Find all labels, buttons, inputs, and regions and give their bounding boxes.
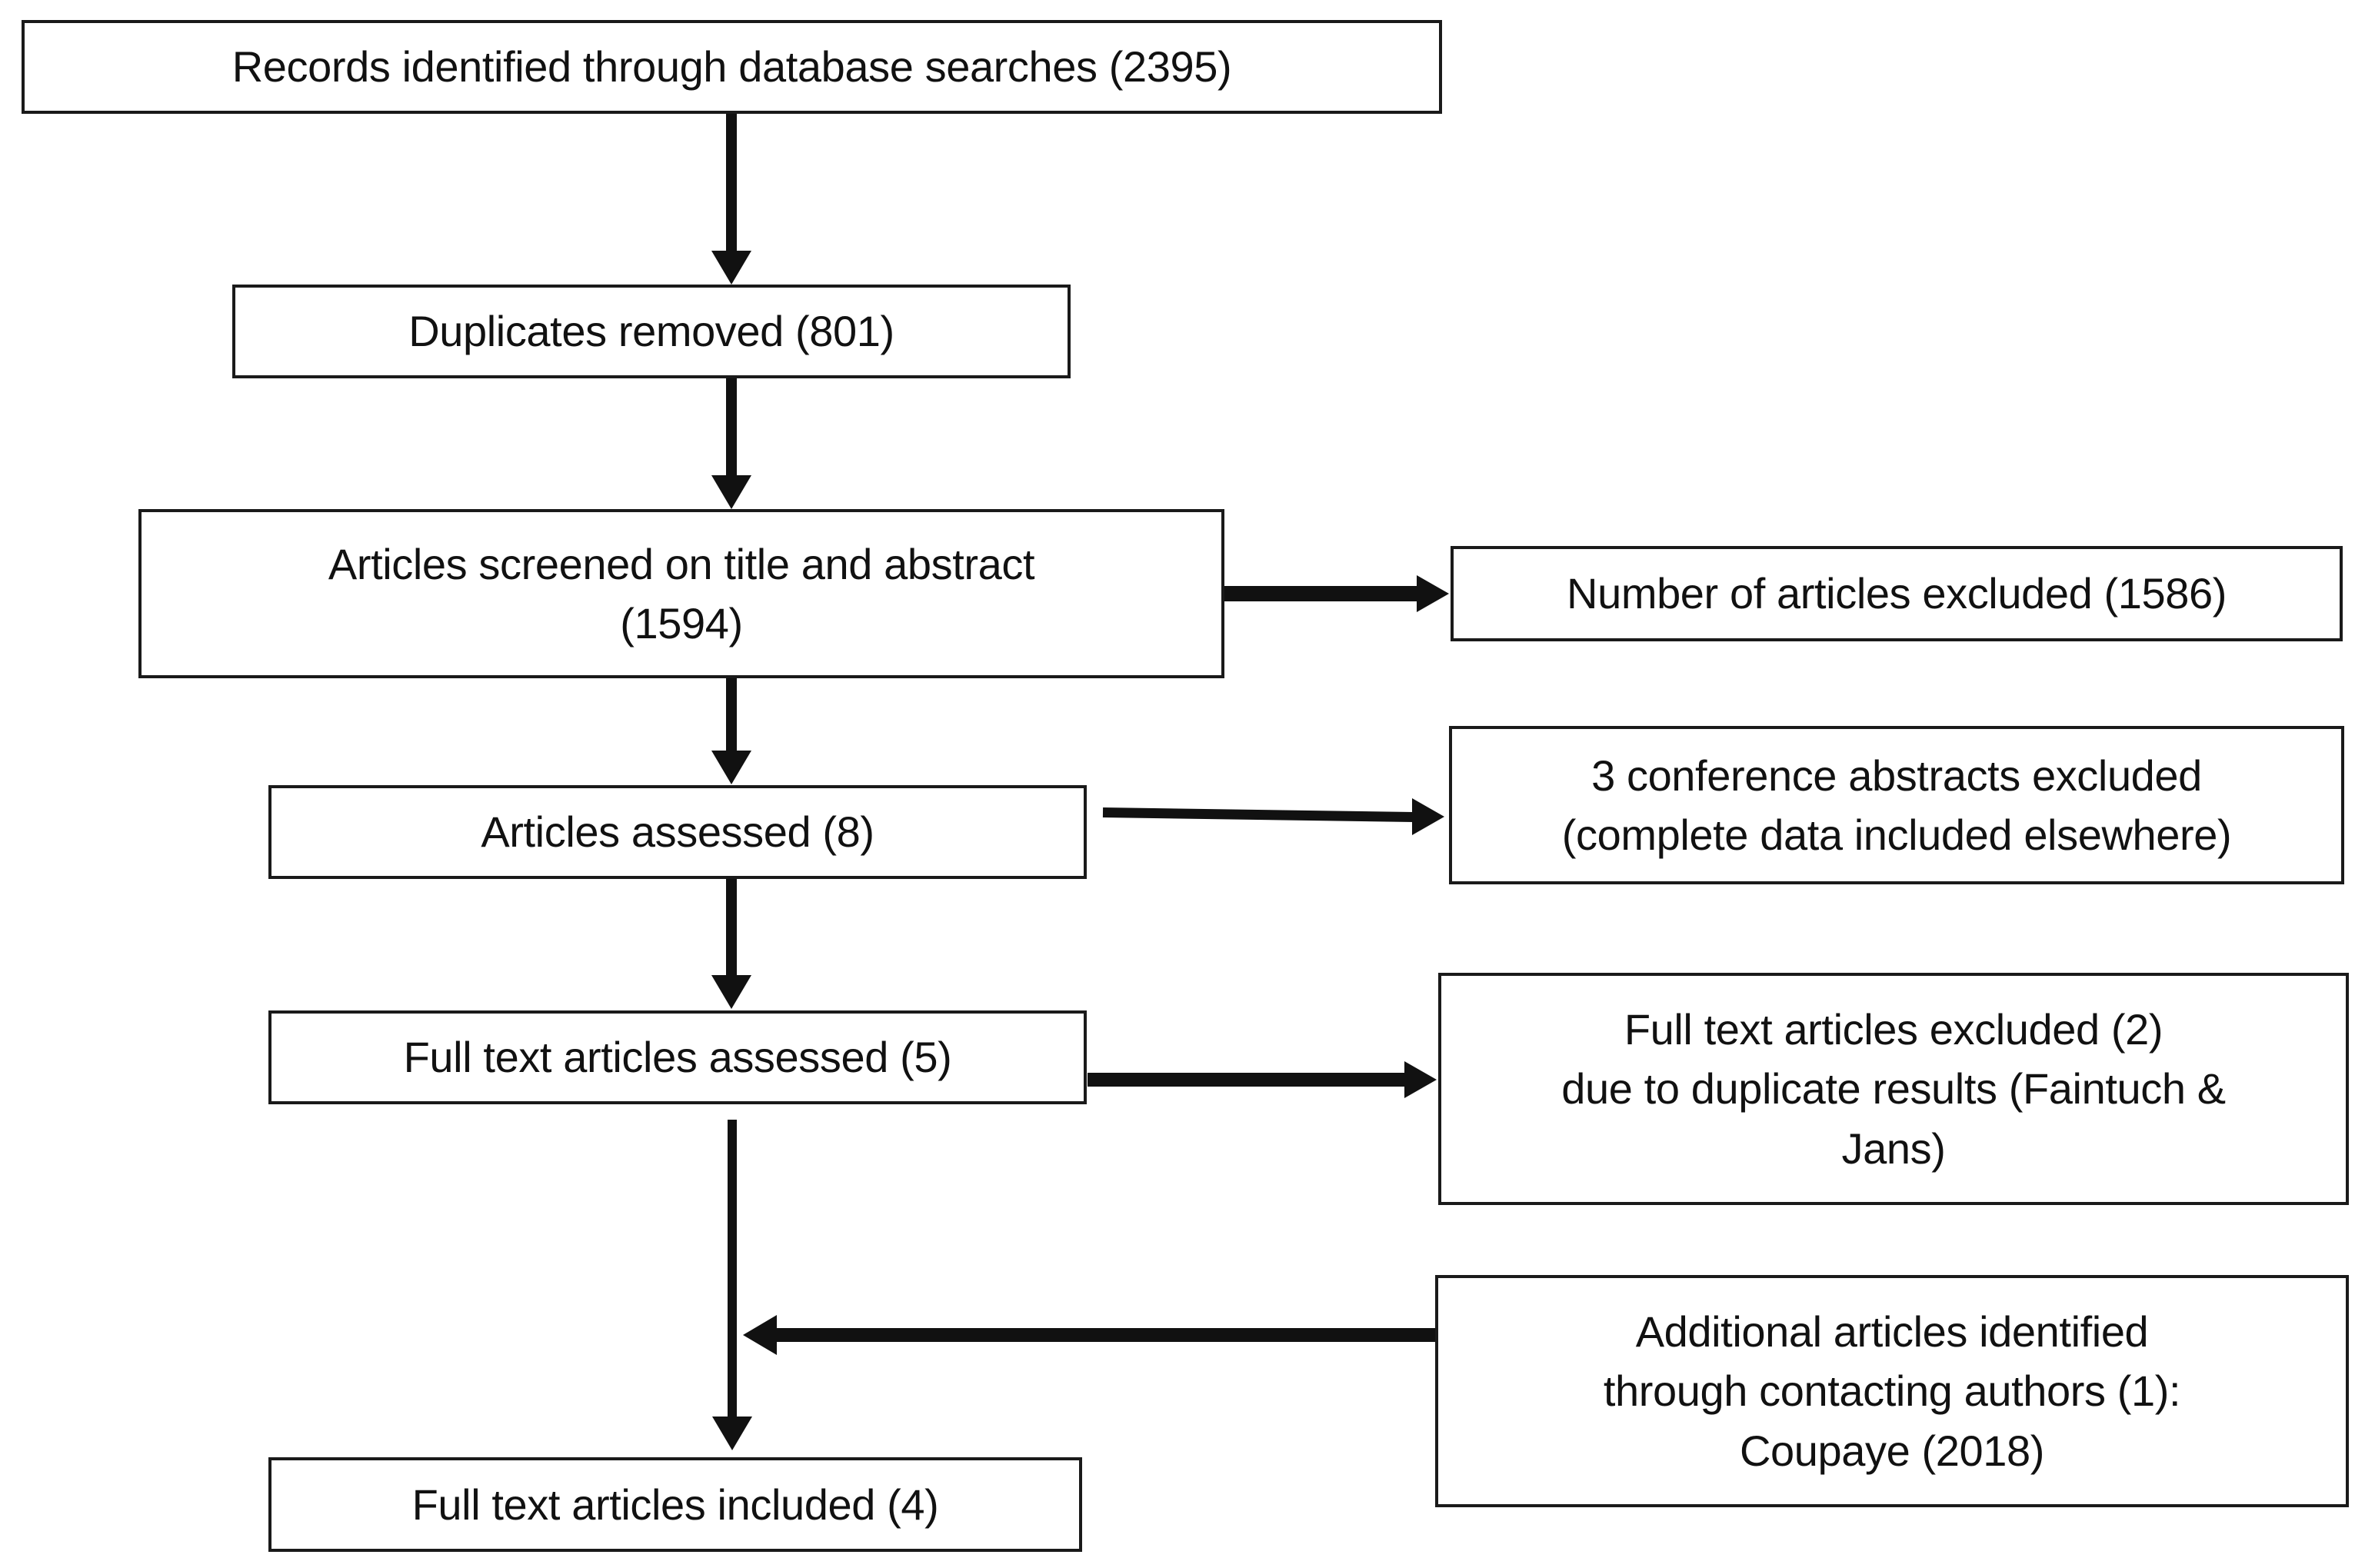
- node-fulltext-included: Full text articles included (4): [268, 1457, 1082, 1552]
- edge-assessed-to-conference-arrowhead: [1412, 798, 1444, 835]
- edge-screened-to-excluded-arrowhead: [1417, 575, 1449, 612]
- node-records-identified: Records identified through database sear…: [22, 20, 1442, 114]
- edge-additional-to-spine-arrowhead: [743, 1315, 777, 1355]
- node-duplicates-removed: Duplicates removed (801): [232, 285, 1071, 378]
- edge-screened-to-excluded-line: [1224, 586, 1418, 601]
- edge-duplicates-to-screened-arrowhead: [711, 475, 751, 509]
- edge-fulltext-assessed-to-excluded-line: [1088, 1073, 1407, 1087]
- node-conference-abstracts-excluded: 3 conference abstracts excluded (complet…: [1449, 726, 2344, 884]
- edge-assessed-to-fulltext-line: [726, 879, 737, 979]
- edge-fulltext-assessed-to-included-arrowhead: [712, 1417, 752, 1450]
- edge-screened-to-assessed-arrowhead: [711, 751, 751, 784]
- edge-assessed-to-conference-line: [1102, 807, 1414, 822]
- node-articles-assessed: Articles assessed (8): [268, 785, 1087, 879]
- edge-duplicates-to-screened-line: [726, 378, 737, 478]
- edge-additional-to-spine-line: [775, 1328, 1435, 1342]
- edge-records-to-duplicates-arrowhead: [711, 251, 751, 285]
- node-fulltext-excluded: Full text articles excluded (2) due to d…: [1438, 973, 2349, 1205]
- node-fulltext-assessed: Full text articles assessed (5): [268, 1010, 1087, 1104]
- edge-assessed-to-fulltext-arrowhead: [711, 975, 751, 1009]
- edge-fulltext-assessed-to-excluded-arrowhead: [1404, 1061, 1437, 1098]
- node-additional-articles: Additional articles identified through c…: [1435, 1275, 2349, 1507]
- node-articles-excluded: Number of articles excluded (1586): [1451, 546, 2343, 641]
- edge-screened-to-assessed-line: [726, 678, 737, 755]
- node-articles-screened: Articles screened on title and abstract …: [138, 509, 1224, 678]
- edge-fulltext-assessed-to-included-line: [728, 1120, 737, 1423]
- edge-records-to-duplicates-line: [726, 114, 737, 252]
